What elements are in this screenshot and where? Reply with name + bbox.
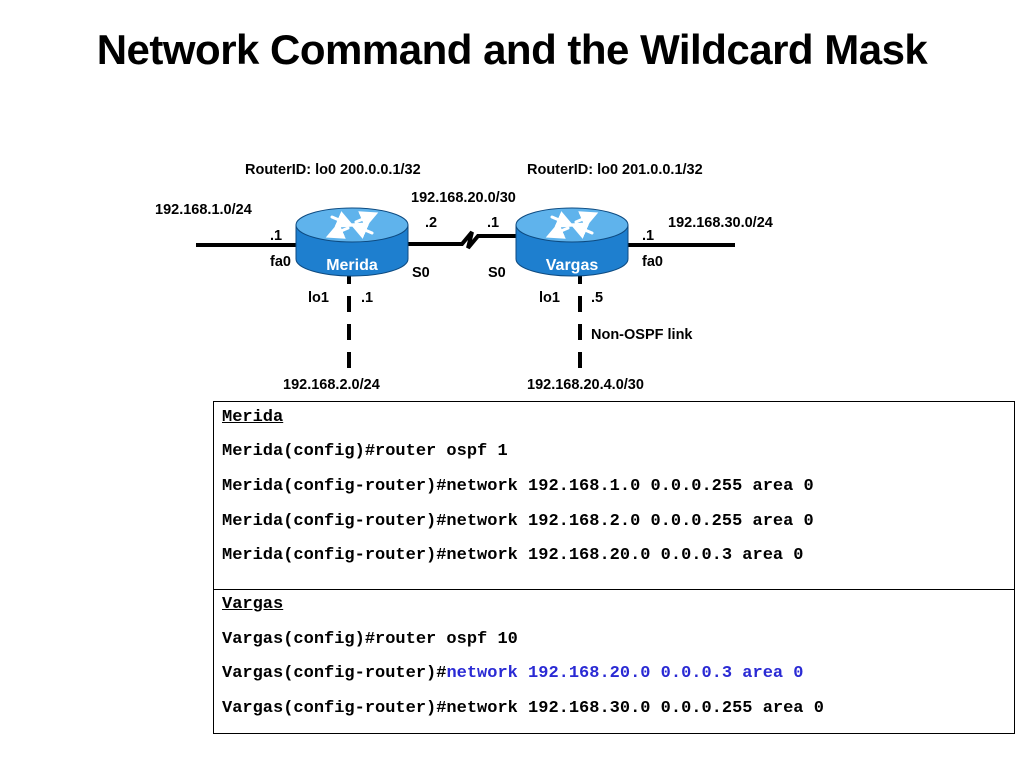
serial-network: 192.168.20.0/30 [411, 190, 516, 206]
merida-lan-interface: fa0 [270, 254, 291, 270]
merida-config-line: Merida(config-router)#network 192.168.20… [222, 546, 804, 565]
merida-loopback-network: 192.168.2.0/24 [283, 377, 380, 393]
merida-lan-host: .1 [270, 228, 283, 244]
serial-link [408, 230, 516, 250]
vargas-router-id: RouterID: lo0 201.0.0.1/32 [527, 162, 703, 178]
vargas-loopback-host: .5 [591, 290, 604, 306]
merida-serial-host: .2 [425, 215, 438, 231]
merida-config-line: Merida(config-router)#network 192.168.1.… [222, 477, 814, 496]
merida-config-line: Merida(config-router)#network 192.168.2.… [222, 512, 814, 531]
merida-router-icon [295, 207, 409, 277]
vargas-config-line: Vargas(config)#router ospf 10 [222, 630, 518, 649]
vargas-config-line-highlighted: Vargas(config-router)#network 192.168.20… [222, 664, 804, 684]
merida-config-heading: Merida [222, 408, 284, 427]
page-title: Network Command and the Wildcard Mask [96, 26, 928, 73]
config-prompt: Vargas(config-router)# [222, 664, 447, 683]
vargas-loopback-network: 192.168.20.4.0/30 [527, 377, 644, 393]
vargas-serial-host: .1 [487, 215, 500, 231]
vargas-lan-host: .1 [642, 228, 655, 244]
non-ospf-link-note: Non-OSPF link [591, 327, 693, 343]
network-topology: Merida Vargas [196, 207, 735, 375]
merida-loopback-interface: lo1 [308, 290, 329, 306]
merida-router-id: RouterID: lo0 200.0.0.1/32 [245, 162, 421, 178]
merida-config-box: Merida Merida(config)#router ospf 1 Meri… [213, 401, 1015, 590]
merida-config-line: Merida(config)#router ospf 1 [222, 442, 508, 461]
merida-serial-interface: S0 [412, 265, 430, 281]
vargas-router-icon [515, 207, 629, 277]
vargas-lan-network: 192.168.30.0/24 [668, 215, 773, 231]
merida-loopback-host: .1 [361, 290, 374, 306]
vargas-serial-interface: S0 [488, 265, 506, 281]
vargas-router-label: Vargas [546, 257, 599, 274]
vargas-loopback-interface: lo1 [539, 290, 560, 306]
merida-router-label: Merida [326, 257, 378, 274]
highlighted-network-command: network 192.168.20.0 0.0.0.3 area 0 [446, 664, 804, 683]
vargas-lan-interface: fa0 [642, 254, 663, 270]
vargas-config-heading: Vargas [222, 595, 284, 614]
vargas-config-line: Vargas(config-router)#network 192.168.30… [222, 699, 824, 718]
merida-lan-network: 192.168.1.0/24 [155, 202, 252, 218]
vargas-config-box: Vargas Vargas(config)#router ospf 10 Var… [213, 589, 1015, 734]
